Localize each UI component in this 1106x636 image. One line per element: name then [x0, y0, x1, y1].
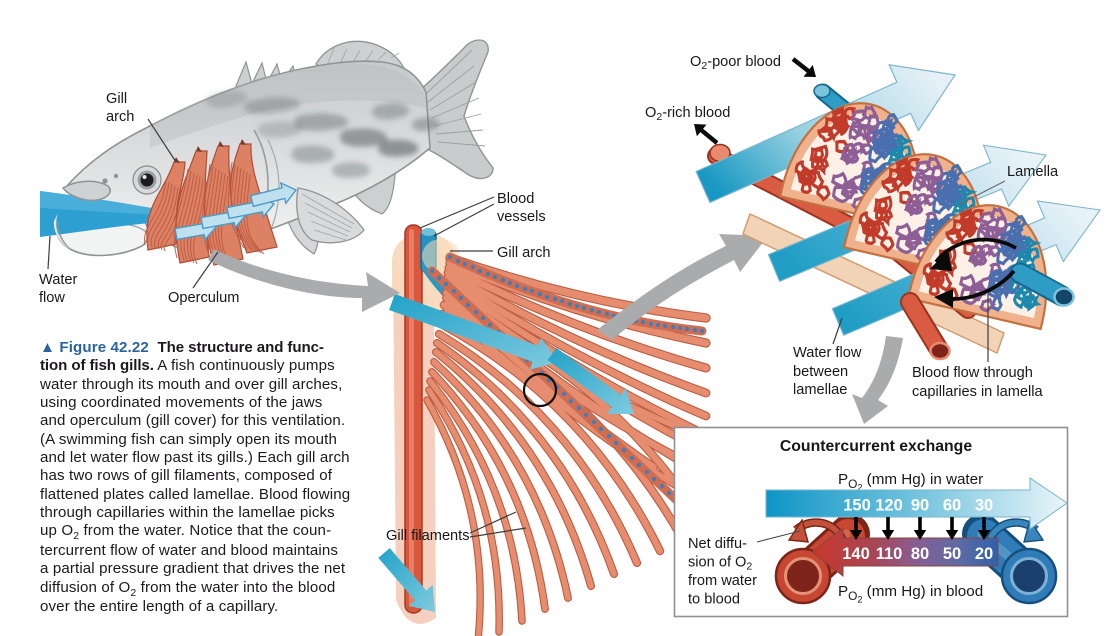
svg-text:from water: from water	[688, 573, 757, 589]
svg-text:Operculum: Operculum	[168, 290, 239, 306]
svg-text:Lamella: Lamella	[1007, 164, 1059, 180]
svg-text:O2-poor blood: O2-poor blood	[690, 54, 781, 72]
svg-text:flow: flow	[39, 290, 65, 306]
svg-text:30: 30	[975, 497, 993, 515]
svg-text:Gill filaments: Gill filaments	[386, 528, 470, 544]
svg-text:Countercurrent exchange: Countercurrent exchange	[780, 438, 972, 455]
svg-text:60: 60	[943, 497, 961, 515]
svg-text:Blood: Blood	[497, 191, 534, 207]
svg-text:Net diffu-: Net diffu-	[688, 536, 747, 552]
svg-text:80: 80	[911, 545, 929, 563]
svg-text:110: 110	[876, 545, 903, 563]
svg-text:90: 90	[911, 497, 929, 515]
svg-text:140: 140	[842, 545, 870, 563]
svg-text:O2-rich blood: O2-rich blood	[645, 105, 730, 123]
svg-text:capillaries in lamella: capillaries in lamella	[912, 384, 1043, 400]
svg-text:20: 20	[975, 545, 993, 563]
svg-text:lamellae: lamellae	[793, 382, 847, 398]
svg-text:vessels: vessels	[497, 209, 546, 225]
svg-text:arch: arch	[106, 109, 134, 125]
svg-text:Blood flow through: Blood flow through	[912, 365, 1033, 381]
svg-text:sion of O2: sion of O2	[688, 555, 752, 573]
svg-text:Water: Water	[39, 272, 78, 288]
svg-text:50: 50	[943, 545, 961, 563]
svg-text:PO2 (mm Hg) in water: PO2 (mm Hg) in water	[838, 471, 983, 493]
svg-text:120: 120	[875, 497, 903, 515]
svg-text:150: 150	[843, 497, 871, 515]
svg-text:PO2 (mm Hg) in blood: PO2 (mm Hg) in blood	[838, 583, 983, 605]
svg-text:Gill: Gill	[106, 91, 127, 107]
svg-text:to blood: to blood	[688, 592, 740, 608]
svg-text:Water flow: Water flow	[793, 345, 862, 361]
svg-text:between: between	[793, 364, 848, 380]
svg-text:Gill arch: Gill arch	[497, 245, 551, 261]
